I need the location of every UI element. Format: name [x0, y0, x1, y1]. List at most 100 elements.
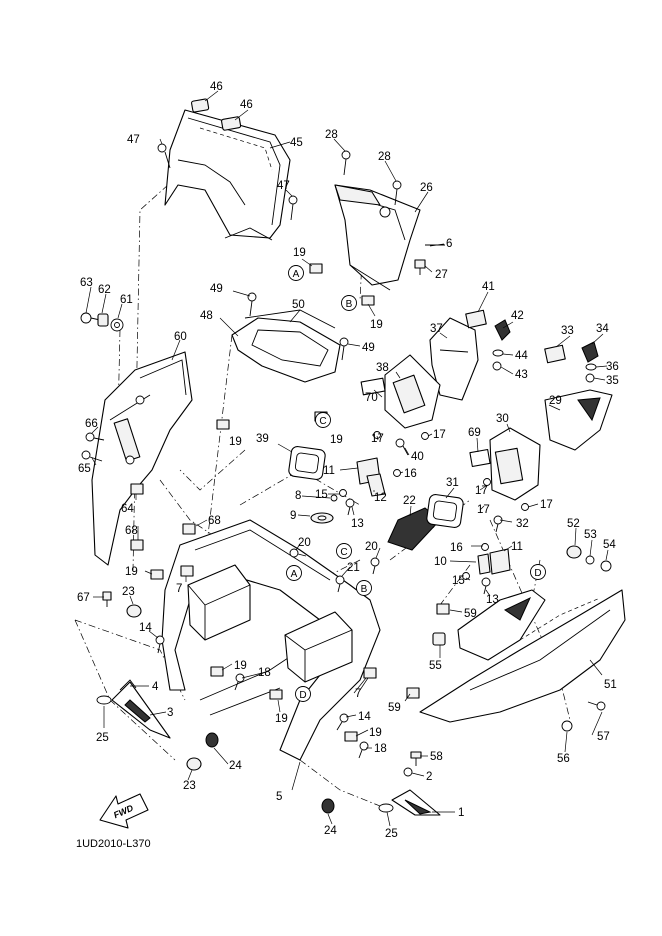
bracket-11b [489, 548, 511, 575]
part-label: 53 [584, 529, 597, 541]
part-label: 35 [606, 375, 619, 387]
part-label: 6 [446, 238, 452, 250]
part-label: 41 [482, 281, 495, 293]
part-label: 69 [468, 427, 481, 439]
bolt-58 [410, 751, 422, 766]
screw-13b [481, 577, 491, 595]
part-label: 40 [411, 451, 424, 463]
part-label: 29 [549, 395, 562, 407]
part-label: 31 [446, 477, 459, 489]
part-label: 18 [374, 743, 387, 755]
part-label: 54 [603, 539, 616, 551]
part-label: 20 [365, 541, 378, 553]
screw-66 [85, 432, 105, 442]
screw-28a [341, 150, 351, 176]
part-label: 66 [85, 418, 98, 430]
part-label: 32 [516, 518, 529, 530]
part-label: 68 [208, 515, 221, 527]
bracket-12 [366, 473, 386, 497]
part-label: 51 [604, 679, 617, 691]
part-label: 47 [127, 134, 140, 146]
panel-30 [489, 427, 541, 501]
part-label: 19 [275, 713, 288, 725]
callout-circles [286, 265, 546, 702]
callout-a-top: A [293, 269, 300, 280]
part-label: 19 [293, 247, 306, 259]
panel-38 [384, 354, 441, 429]
part-label: 26 [420, 182, 433, 194]
frame-31 [426, 494, 464, 528]
washer-9 [310, 512, 334, 524]
part-label: 45 [290, 137, 303, 149]
leader-lines [85, 90, 609, 827]
part-label: 58 [430, 751, 443, 763]
duct-box-left [187, 564, 251, 641]
rear-cover-37 [429, 317, 479, 401]
bracket-10 [477, 553, 491, 575]
part-label: 27 [435, 269, 448, 281]
part-label: 42 [511, 310, 524, 322]
part-label: 46 [210, 81, 223, 93]
part-label: 59 [388, 702, 401, 714]
part-number-labels: 46 46 45 47 47 28 28 26 6 27 19 19 49 50… [77, 81, 619, 840]
spring-24a [205, 732, 219, 748]
washer-16b [481, 543, 489, 551]
part-label: 9 [290, 510, 296, 522]
side-cover-60 [91, 351, 193, 566]
frame-39 [288, 446, 326, 480]
part-label: 23 [122, 586, 135, 598]
callout-c-top: C [319, 416, 326, 427]
part-label: 4 [152, 681, 159, 693]
screw-18b [358, 741, 369, 759]
grommet-55 [432, 632, 446, 646]
clip-4 [119, 679, 137, 691]
washer-17c [483, 478, 491, 486]
clip-34 [581, 341, 599, 363]
washer-36 [585, 363, 597, 371]
spring-24b [321, 798, 335, 814]
part-label: 20 [298, 537, 311, 549]
label-69 [469, 448, 491, 468]
part-label: 17 [371, 433, 384, 445]
clip-42 [494, 319, 511, 341]
part-label: 13 [486, 594, 499, 606]
part-label: 46 [240, 99, 253, 111]
screw-18a [234, 673, 245, 691]
part-label: 18 [258, 667, 271, 679]
grommet-23b [186, 757, 202, 771]
callout-b-bottom: B [361, 584, 368, 595]
bolt-15a [339, 489, 347, 497]
part-label: 62 [98, 284, 111, 296]
part-label: 19 [370, 319, 383, 331]
part-label: 28 [325, 129, 338, 141]
part-label: 17 [433, 429, 446, 441]
callout-d-bottom: D [299, 690, 306, 701]
part-label: 36 [606, 361, 619, 373]
cover-29 [544, 389, 613, 451]
screw-20a [289, 548, 307, 558]
bolt-67 [102, 591, 112, 607]
part-label: 19 [125, 566, 138, 578]
bolt-54 [600, 560, 612, 572]
inner-front-cover-45 [164, 109, 291, 241]
clip-7b [363, 667, 377, 679]
screw-47a [157, 143, 171, 169]
clip-68b [182, 523, 196, 535]
part-label: 7 [176, 583, 182, 595]
part-label: 38 [376, 362, 389, 374]
part-label: 47 [277, 180, 290, 192]
part-label: 16 [404, 468, 417, 480]
part-label: 24 [229, 760, 242, 772]
part-label: 57 [597, 731, 610, 743]
part-label: 33 [561, 325, 574, 337]
grommet-23a [126, 604, 142, 618]
washer-53 [585, 555, 595, 565]
part-label: 65 [78, 463, 91, 475]
part-label: 21 [347, 562, 360, 574]
part-label: 23 [183, 780, 196, 792]
collar-52 [566, 545, 582, 559]
screw-21 [335, 575, 345, 593]
part-label: 16 [450, 542, 463, 554]
